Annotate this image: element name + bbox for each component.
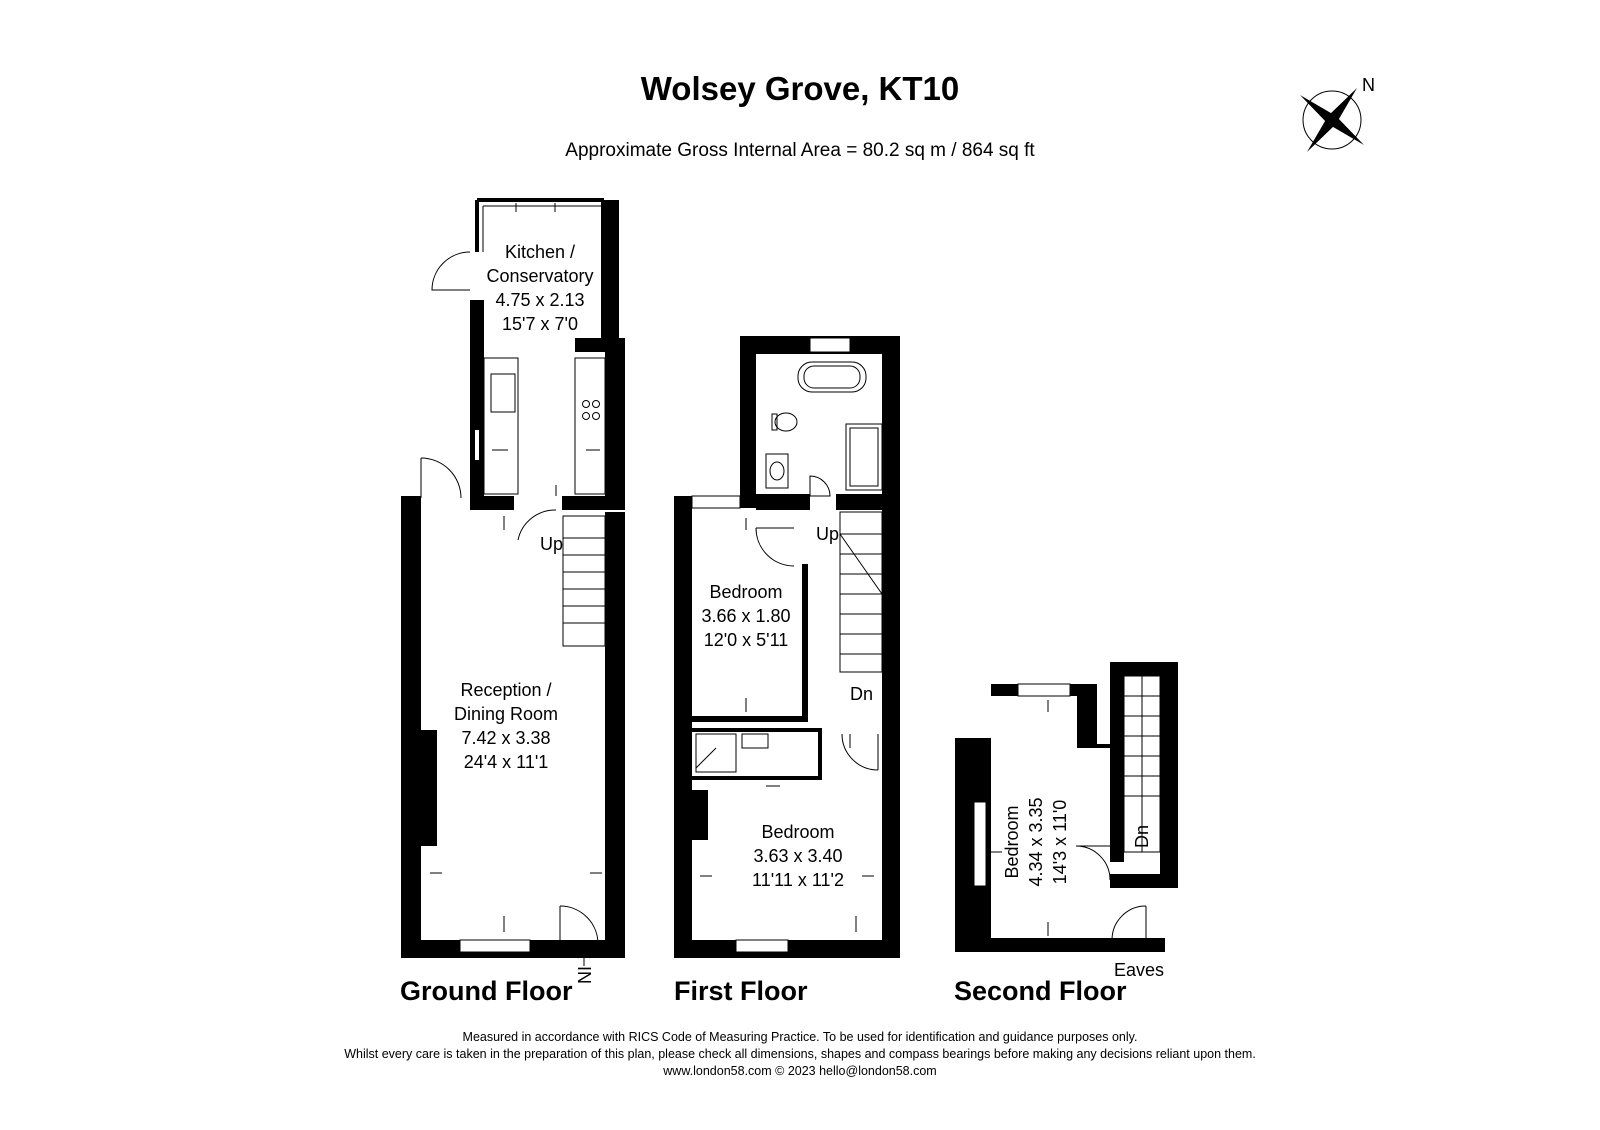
svg-text:12'0 x 5'11: 12'0 x 5'11 bbox=[704, 630, 789, 650]
svg-text:7.42 x 3.38: 7.42 x 3.38 bbox=[461, 728, 550, 748]
svg-text:Bedroom: Bedroom bbox=[709, 582, 782, 602]
reception-label: Reception / Dining Room 7.42 x 3.38 24'4… bbox=[454, 680, 558, 772]
svg-text:4.34 x 3.35: 4.34 x 3.35 bbox=[1026, 797, 1046, 886]
svg-text:Conservatory: Conservatory bbox=[486, 266, 593, 286]
svg-text:15'7 x 7'0: 15'7 x 7'0 bbox=[502, 314, 578, 334]
first-floor-label: First Floor bbox=[674, 976, 808, 1006]
second-dn-marker: Dn bbox=[1132, 825, 1152, 848]
entrance-arrow-icon bbox=[577, 951, 591, 966]
second-floor-bedroom-label: Bedroom 4.34 x 3.35 14'3 x 11'0 bbox=[1002, 797, 1070, 886]
svg-text:Dining Room: Dining Room bbox=[454, 704, 558, 724]
compass-rose-icon: N bbox=[1300, 75, 1375, 152]
svg-text:3.66 x 1.80: 3.66 x 1.80 bbox=[701, 606, 790, 626]
compass-north-label: N bbox=[1362, 75, 1375, 95]
ground-floor-label: Ground Floor bbox=[400, 976, 573, 1006]
ground-up-marker: Up bbox=[540, 534, 563, 554]
gross-area-subtitle: Approximate Gross Internal Area = 80.2 s… bbox=[565, 140, 1035, 161]
svg-text:14'3 x 11'0: 14'3 x 11'0 bbox=[1050, 800, 1070, 885]
svg-text:24'4 x 11'1: 24'4 x 11'1 bbox=[464, 752, 549, 772]
svg-text:Reception /: Reception / bbox=[460, 680, 551, 700]
svg-text:Kitchen /: Kitchen / bbox=[505, 242, 575, 262]
footer-contact-line: www.london58.com © 2023 hello@london58.c… bbox=[663, 1064, 937, 1078]
second-floor-plan bbox=[955, 662, 1178, 952]
svg-text:Bedroom: Bedroom bbox=[1002, 805, 1022, 878]
svg-text:11'11 x 11'2: 11'11 x 11'2 bbox=[752, 870, 844, 890]
svg-text:3.63 x 3.40: 3.63 x 3.40 bbox=[753, 846, 842, 866]
first-floor-plan bbox=[674, 336, 900, 958]
footer-disclaimer-line-2: Whilst every care is taken in the prepar… bbox=[344, 1047, 1256, 1061]
first-dn-marker: Dn bbox=[850, 684, 873, 704]
svg-text:Bedroom: Bedroom bbox=[761, 822, 834, 842]
svg-text:4.75 x 2.13: 4.75 x 2.13 bbox=[495, 290, 584, 310]
entrance-marker: IN bbox=[574, 966, 594, 984]
second-floor-label: Second Floor bbox=[954, 976, 1127, 1006]
eaves-label: Eaves bbox=[1114, 960, 1164, 980]
page-title: Wolsey Grove, KT10 bbox=[640, 70, 960, 107]
first-floor-bedroom-label: Bedroom 3.63 x 3.40 11'11 x 11'2 bbox=[752, 822, 844, 890]
ground-floor-plan bbox=[401, 198, 625, 958]
footer-disclaimer-line-1: Measured in accordance with RICS Code of… bbox=[462, 1030, 1138, 1044]
kitchen-label: Kitchen / Conservatory 4.75 x 2.13 15'7 … bbox=[486, 242, 593, 334]
small-bedroom-label: Bedroom 3.66 x 1.80 12'0 x 5'11 bbox=[701, 582, 790, 650]
first-up-marker: Up bbox=[816, 524, 839, 544]
